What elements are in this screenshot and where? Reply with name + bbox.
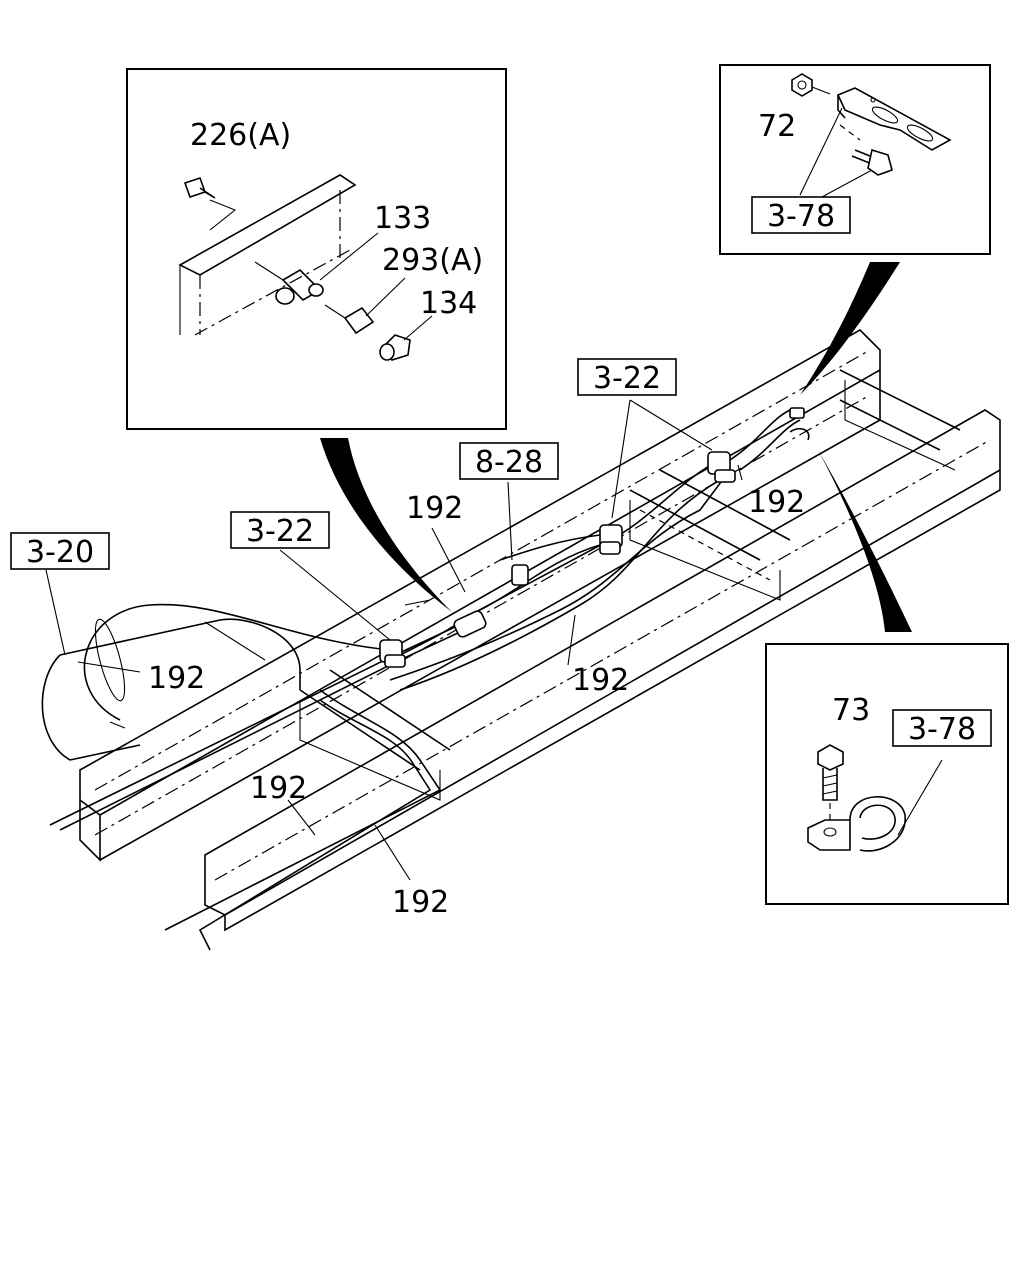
ref-label-8-28: 8-28	[475, 445, 543, 480]
part-label-133: 133	[374, 201, 431, 236]
detail-box-clip	[765, 643, 1009, 905]
ref-label-3-22-left: 3-22	[246, 514, 314, 549]
part-label-134: 134	[420, 286, 477, 321]
ref-label-3-22-right: 3-22	[593, 361, 661, 396]
part-label-192-upper: 192	[406, 491, 463, 526]
ref-box-3-20: 3-20	[10, 532, 110, 570]
ref-label-3-78-top: 3-78	[767, 199, 835, 234]
detail-pointers	[320, 262, 912, 632]
ref-box-3-78-top: 3-78	[751, 196, 851, 234]
leader-lines	[45, 399, 743, 881]
ref-label-3-20: 3-20	[26, 535, 94, 570]
part-label-192-tank: 192	[148, 661, 205, 696]
part-label-192-bottom: 192	[392, 885, 449, 920]
detail-box-tee	[126, 68, 507, 430]
ref-box-8-28: 8-28	[459, 442, 559, 480]
ref-box-3-22-left: 3-22	[230, 511, 330, 549]
part-label-72: 72	[758, 109, 796, 144]
part-label-192-lower-left: 192	[250, 771, 307, 806]
ref-label-3-78-bottom: 3-78	[908, 712, 976, 747]
part-label-226a: 226(A)	[190, 118, 291, 153]
part-label-192-center: 192	[572, 663, 629, 698]
pipe-fittings	[379, 407, 810, 668]
ref-box-3-78-bottom: 3-78	[892, 709, 992, 747]
part-label-293a: 293(A)	[382, 243, 483, 278]
air-tank	[41, 618, 301, 761]
part-label-192-right: 192	[748, 485, 805, 520]
ref-box-3-22-right: 3-22	[577, 358, 677, 396]
part-label-73: 73	[832, 693, 870, 728]
